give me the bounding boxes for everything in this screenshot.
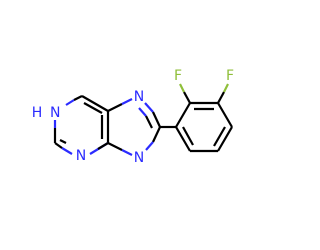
bond-cf-top-f bbox=[179, 83, 185, 93]
bond-n3-c2-c bbox=[54, 142, 63, 149]
bond-n1-c6-c bbox=[73, 95, 83, 101]
bond-n1-c6 bbox=[65, 99, 75, 106]
atom-label-n3: N bbox=[76, 148, 86, 164]
bond-cf-right bbox=[217, 91, 225, 104]
bond-cf-right-f bbox=[223, 83, 229, 93]
bond-n9-c4-c bbox=[107, 142, 123, 151]
bond-n3-c2-inner bbox=[59, 139, 67, 144]
bond-ph-3-4 bbox=[217, 102, 233, 128]
molecule-diagram: H N N N N F F bbox=[32, 68, 234, 166]
bond-n7-c8 bbox=[144, 102, 154, 113]
atom-label-f-right: F bbox=[226, 68, 234, 84]
bond-c8-n9-n bbox=[145, 141, 154, 151]
bond-ph-4-5 bbox=[217, 126, 233, 152]
bond-n3-c2 bbox=[61, 147, 73, 155]
bond-cf-top bbox=[183, 91, 191, 104]
bond-c8-n9 bbox=[152, 126, 161, 143]
atom-label-h: H bbox=[32, 105, 43, 121]
bond-n7-c8-c bbox=[152, 111, 161, 128]
bond-c6-c5-inner bbox=[83, 102, 103, 114]
atom-label-n9: N bbox=[134, 150, 144, 166]
bond-n9-c4 bbox=[121, 149, 133, 156]
molecule-structure: H N N N N F F bbox=[32, 68, 234, 166]
bond-c4-n3-c bbox=[97, 142, 109, 150]
bond-ph-1-2 bbox=[175, 102, 191, 128]
bond-c5-n7-n bbox=[121, 98, 133, 105]
atom-label-n1: N bbox=[50, 105, 60, 121]
bond-c5-n7 bbox=[107, 103, 123, 112]
bond-c6-c5 bbox=[81, 95, 109, 112]
bond-n7-c8-inner bbox=[138, 107, 147, 117]
bond-ph-4-5-inner bbox=[213, 126, 226, 147]
bond-ph-6-1-inner bbox=[182, 126, 194, 146]
atom-label-n7: N bbox=[134, 89, 144, 105]
bond-ph-6-1 bbox=[175, 126, 191, 152]
bond-n7-c8-inner-c bbox=[145, 115, 153, 129]
atom-label-f-top: F bbox=[174, 68, 182, 84]
